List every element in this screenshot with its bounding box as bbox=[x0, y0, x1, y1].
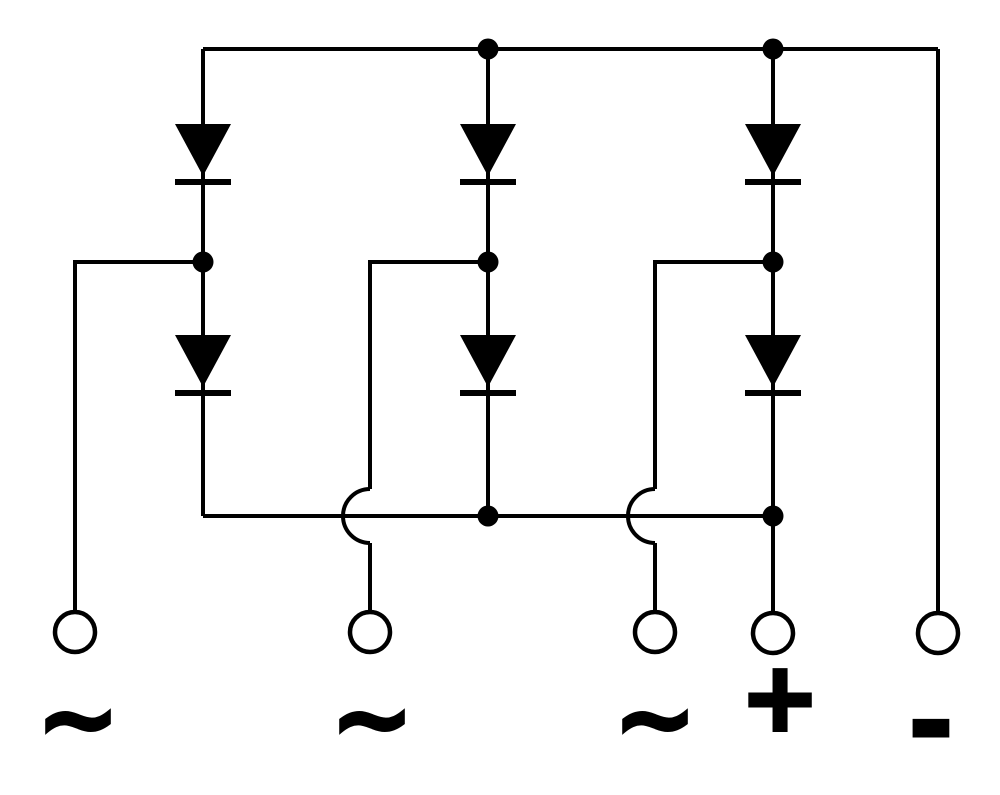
terminal-negative-circle bbox=[915, 610, 961, 656]
diode-5-triangle bbox=[460, 335, 516, 387]
diode-2 bbox=[460, 124, 516, 185]
diode-6-triangle bbox=[745, 335, 801, 387]
ac2-hop-arc bbox=[341, 487, 371, 545]
diodes bbox=[175, 124, 801, 396]
diode-3 bbox=[745, 124, 801, 185]
terminal-negative-label: - bbox=[908, 658, 954, 786]
terminal-labels: ~ ~ ~ + - bbox=[35, 641, 956, 788]
ac3-hop-arc bbox=[626, 487, 656, 545]
diode-6 bbox=[745, 335, 801, 396]
terminals bbox=[52, 609, 961, 656]
junction-dot-mid-3 bbox=[762, 251, 784, 273]
junction-dot-top-3 bbox=[762, 38, 784, 60]
junction-dot-bottom-3 bbox=[762, 505, 784, 527]
diode-3-triangle bbox=[745, 124, 801, 176]
terminal-ac1-label: ~ bbox=[36, 660, 120, 777]
diode-5 bbox=[460, 335, 516, 396]
junction-dot-mid-1 bbox=[192, 251, 214, 273]
diode-1-triangle bbox=[175, 124, 231, 176]
diode-1 bbox=[175, 124, 231, 185]
ac3-lead-wire bbox=[653, 260, 773, 489]
terminal-ac3-circle bbox=[632, 609, 678, 655]
junction-dots bbox=[192, 38, 784, 527]
junction-dot-top-2 bbox=[477, 38, 499, 60]
terminal-ac1-circle bbox=[52, 609, 98, 655]
diode-4 bbox=[175, 335, 231, 396]
terminal-positive-circle bbox=[750, 610, 796, 656]
terminal-positive-label: + bbox=[740, 643, 820, 753]
diode-4-triangle bbox=[175, 335, 231, 387]
terminal-ac3-label: ~ bbox=[613, 660, 697, 777]
ac2-lead-wire bbox=[368, 260, 488, 489]
junction-dot-bottom-2 bbox=[477, 505, 499, 527]
diode-2-triangle bbox=[460, 124, 516, 176]
junction-dot-mid-2 bbox=[477, 251, 499, 273]
terminal-ac2-label: ~ bbox=[330, 660, 414, 777]
terminal-ac2-circle bbox=[347, 609, 393, 655]
ac1-lead-wire bbox=[73, 260, 203, 612]
